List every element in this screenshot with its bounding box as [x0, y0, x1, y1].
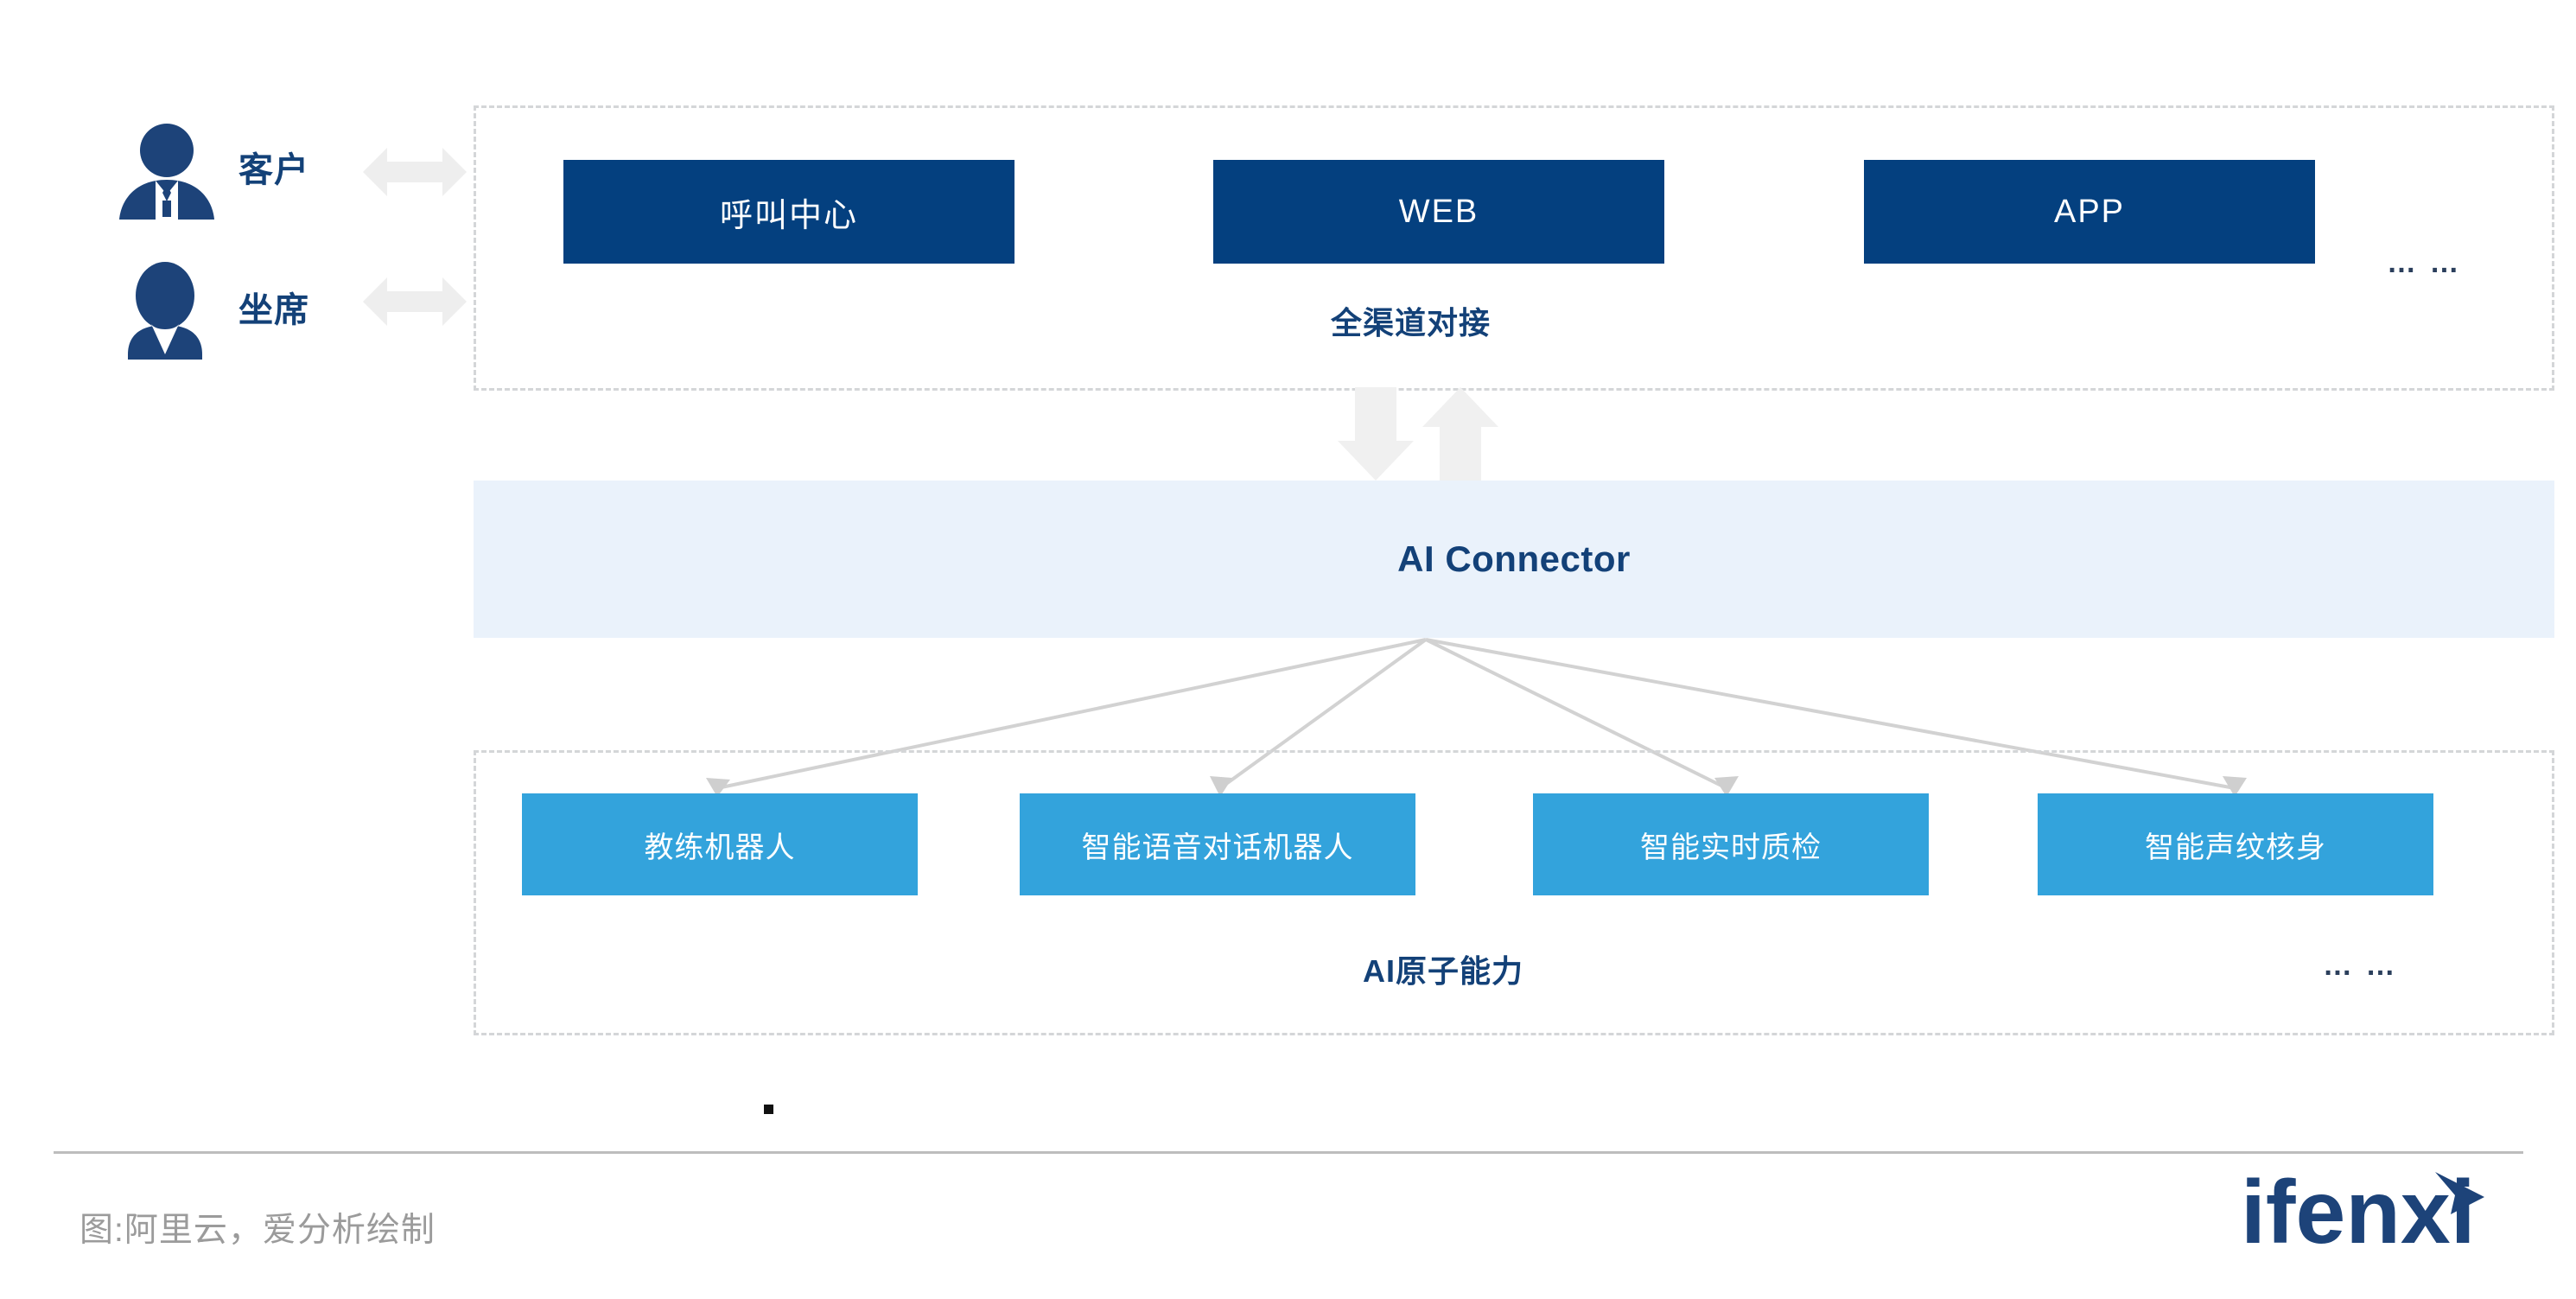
capability-box-voice-dialogue-robot[interactable]: 智能语音对话机器人	[1020, 793, 1415, 895]
actor-customer: 客户	[111, 111, 309, 223]
bidirectional-arrow-agent	[363, 277, 467, 326]
ifenxi-logo: ifenxi	[2241, 1168, 2484, 1263]
channel-box-app[interactable]: APP	[1864, 160, 2315, 264]
person-suit-icon	[119, 124, 214, 220]
ifenxi-logo-text: ifenxi	[2241, 1168, 2476, 1263]
channel-box-web-label: WEB	[1398, 193, 1479, 230]
footer-caption: 图:阿里云，爱分析绘制	[80, 1212, 436, 1249]
channel-box-app-label: APP	[2053, 193, 2126, 230]
actor-agent-label: 坐席	[239, 291, 309, 329]
channel-group-ellipsis: … …	[2387, 246, 2462, 279]
capability-group-ellipsis: … …	[2323, 949, 2398, 982]
bidirectional-arrow-customer	[363, 148, 467, 196]
footer-divider	[54, 1151, 2523, 1154]
capability-box-coach-robot-label: 教练机器人	[644, 831, 796, 864]
channel-box-web[interactable]: WEB	[1213, 160, 1664, 264]
capability-box-voice-dialogue-robot-label: 智能语音对话机器人	[1081, 831, 1354, 864]
channel-group-container	[474, 105, 2554, 391]
actor-agent: 坐席	[111, 251, 309, 363]
capability-box-realtime-quality-inspection-label: 智能实时质检	[1640, 831, 1822, 864]
channel-group-title: 全渠道对接	[1331, 305, 1492, 341]
capability-box-realtime-quality-inspection[interactable]: 智能实时质检	[1533, 793, 1929, 895]
capability-box-voiceprint-verification-label: 智能声纹核身	[2145, 831, 2326, 864]
capability-box-coach-robot[interactable]: 教练机器人	[522, 793, 918, 895]
capability-group-title: AI原子能力	[1363, 953, 1524, 989]
capability-box-voiceprint-verification[interactable]: 智能声纹核身	[2038, 793, 2433, 895]
ai-connector-band[interactable]: AI Connector	[474, 481, 2554, 638]
capability-group-container	[474, 750, 2554, 1035]
exchange-arrows	[1338, 387, 1498, 481]
channel-box-call-center-label: 呼叫中心	[719, 197, 858, 234]
ai-connector-label: AI Connector	[1397, 538, 1631, 579]
stray-dot-artifact	[764, 1105, 773, 1114]
arrow-down-icon	[1338, 387, 1414, 481]
person-agent-icon	[128, 262, 202, 360]
channel-box-call-center[interactable]: 呼叫中心	[563, 160, 1014, 264]
logo-arrow-icon	[2435, 1172, 2484, 1214]
actor-customer-label: 客户	[239, 151, 309, 189]
arrow-up-icon	[1422, 387, 1498, 481]
